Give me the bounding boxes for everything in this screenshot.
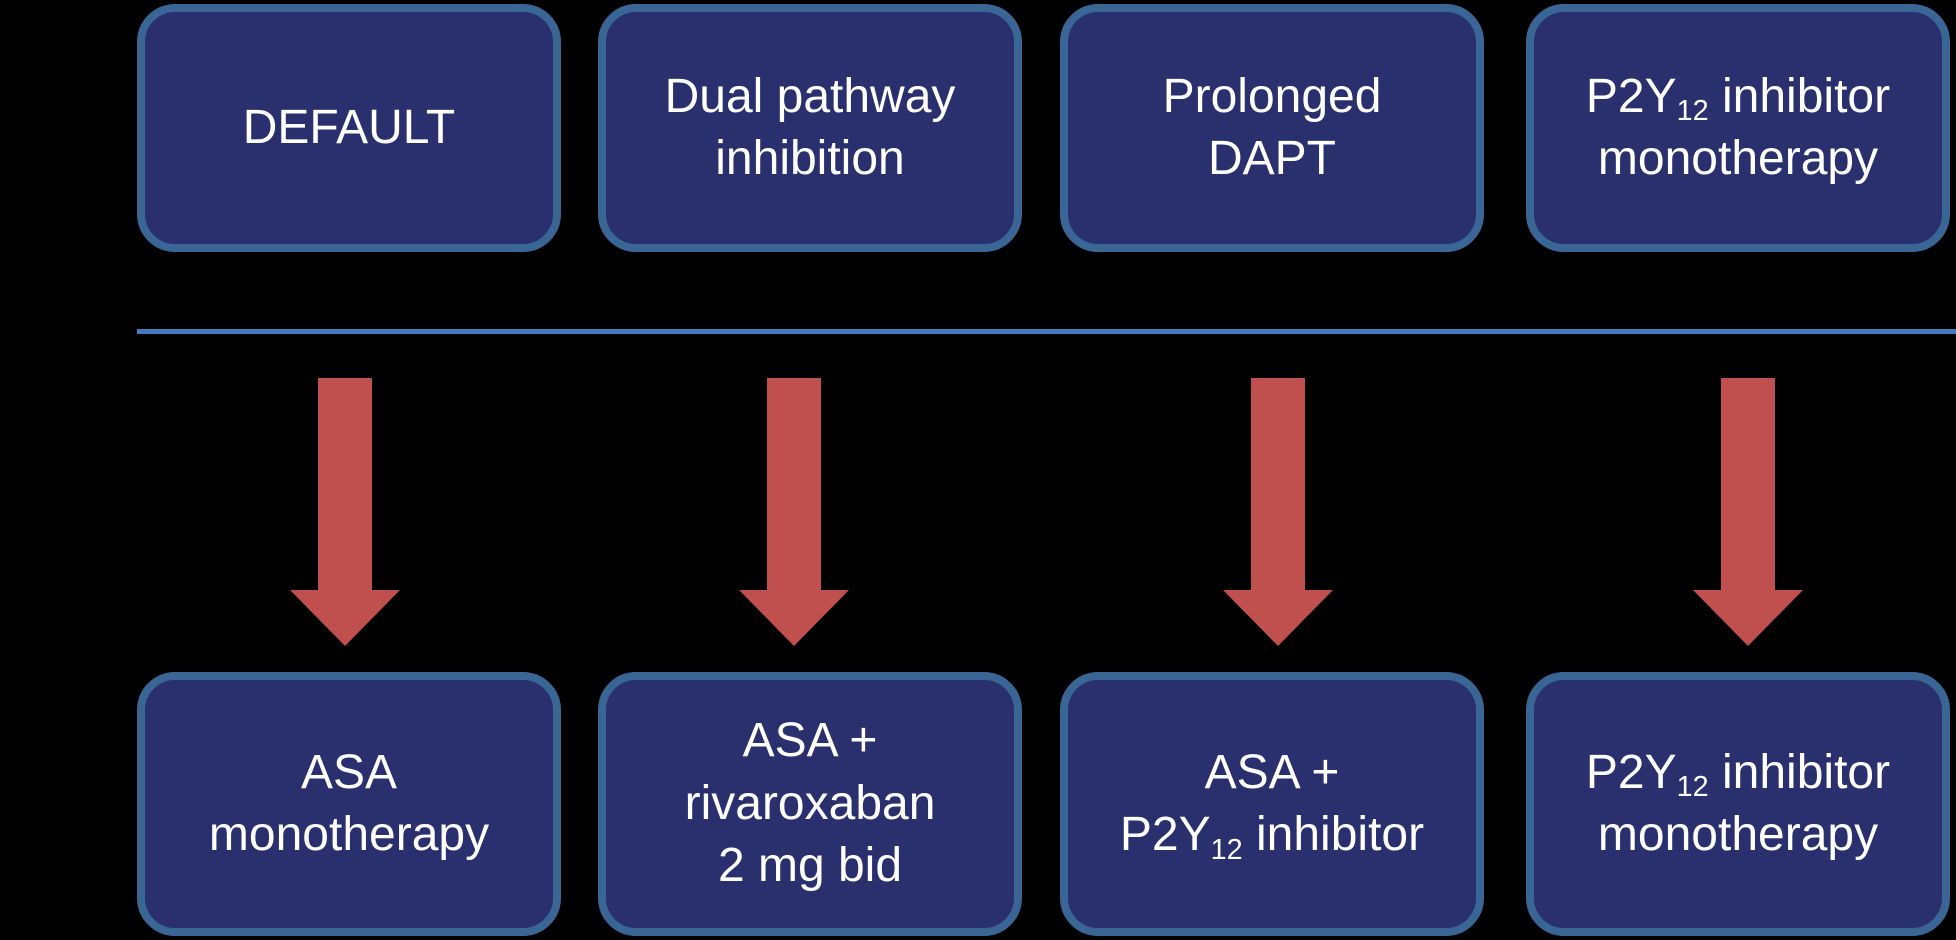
down-arrow-default xyxy=(290,378,400,646)
therapy-box-asa-p2y12-inhibitor: ASA +P2Y12 inhibitor xyxy=(1060,672,1484,936)
label-text: inhibitor xyxy=(1708,745,1891,799)
arrow-head-icon xyxy=(1223,590,1333,646)
label-text: inhibitor xyxy=(1242,808,1425,861)
box-text-line: P2Y12 inhibitor xyxy=(1586,742,1890,804)
box-text-line: Dual pathway xyxy=(665,66,956,128)
label-text: P2Y xyxy=(1119,808,1211,861)
arrow-shaft xyxy=(318,378,372,590)
therapy-box-asa-monotherapy: ASA monotherapy xyxy=(137,672,561,936)
label-text: monotherapy xyxy=(1597,132,1879,185)
label-text: Prolonged xyxy=(1162,69,1382,123)
strategy-box-dual-pathway-inhibition: Dual pathway inhibition xyxy=(598,4,1022,252)
box-text-line: 2 mg bid xyxy=(718,835,902,897)
label-text: P2Y xyxy=(1585,745,1677,799)
box-text-line: monotherapy xyxy=(1598,128,1878,190)
label-text: ASA + xyxy=(742,714,878,768)
box-text-line: monotherapy xyxy=(209,804,489,866)
box-text-line: monotherapy xyxy=(1598,804,1878,866)
box-text-line: DAPT xyxy=(1208,128,1336,190)
label-text: monotherapy xyxy=(1597,808,1879,861)
box-text-line: P2Y12 inhibitor xyxy=(1120,804,1424,866)
down-arrow-dual-pathway-inhibition xyxy=(739,378,849,646)
box-text-line: ASA + xyxy=(743,710,878,772)
box-text-line: ASA xyxy=(301,742,397,804)
subscript-text: 12 xyxy=(1676,771,1709,804)
arrow-shaft xyxy=(1251,378,1305,590)
down-arrow-p2y12-inhibitor-monotherapy xyxy=(1693,378,1803,646)
label-text: inhibitor xyxy=(1708,69,1891,123)
label-text: Dual pathway xyxy=(664,69,956,123)
box-text-line: ASA + xyxy=(1205,742,1340,804)
box-text-line: inhibition xyxy=(715,128,904,190)
arrow-head-icon xyxy=(1693,590,1803,646)
down-arrow-prolonged-dapt xyxy=(1223,378,1333,646)
label-text: monotherapy xyxy=(208,808,490,861)
subscript-text: 12 xyxy=(1676,95,1709,128)
divider-line xyxy=(137,329,1956,334)
strategy-box-default: DEFAULT xyxy=(137,4,561,252)
arrow-shaft xyxy=(767,378,821,590)
label-text: ASA xyxy=(300,745,398,799)
arrow-head-icon xyxy=(739,590,849,646)
label-text: DAPT xyxy=(1207,132,1336,185)
label-text: P2Y xyxy=(1585,69,1677,123)
box-text-line: P2Y12 inhibitor xyxy=(1586,66,1890,128)
arrow-shaft xyxy=(1721,378,1775,590)
box-text-line: rivaroxaban xyxy=(685,773,936,835)
arrow-head-icon xyxy=(290,590,400,646)
label-text: 2 mg bid xyxy=(717,839,903,893)
subscript-text: 12 xyxy=(1210,833,1243,866)
label-text: rivaroxaban xyxy=(684,776,936,830)
label-text: ASA + xyxy=(1204,745,1340,799)
therapy-box-asa-rivaroxaban: ASA + rivaroxaban 2 mg bid xyxy=(598,672,1022,936)
box-text-line: DEFAULT xyxy=(243,97,455,159)
label-text: inhibition xyxy=(715,132,905,185)
label-text: DEFAULT xyxy=(242,100,456,154)
box-text-line: Prolonged xyxy=(1163,66,1382,128)
